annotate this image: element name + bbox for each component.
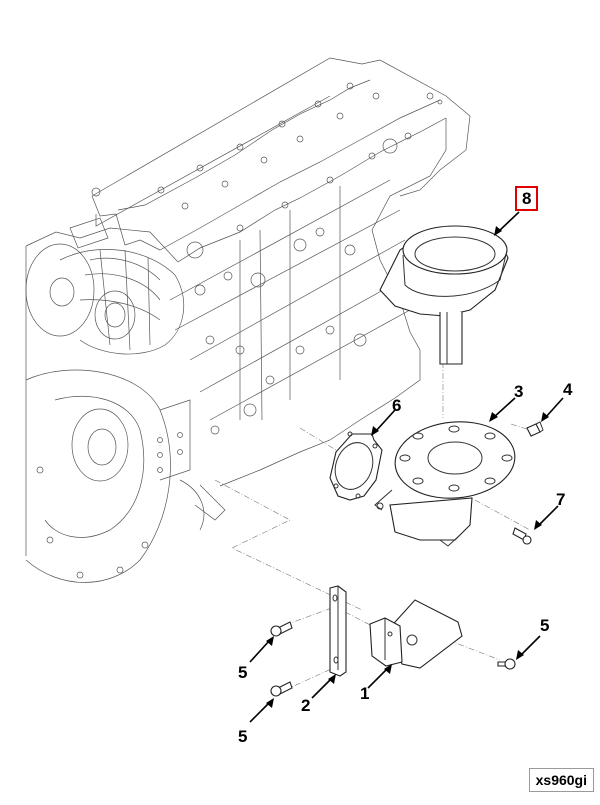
part-7-bolt — [512, 527, 532, 545]
engine-block — [25, 57, 471, 583]
callout-5-upper-left[interactable]: 5 — [238, 664, 247, 681]
callout-4[interactable]: 4 — [563, 381, 572, 398]
callout-5-label: 5 — [540, 616, 550, 635]
part-1-mount — [369, 599, 463, 669]
callout-2-label: 2 — [301, 696, 311, 715]
leader-arrows — [249, 211, 564, 723]
part-8-funnel — [379, 225, 509, 365]
callout-6-label: 6 — [392, 396, 402, 415]
callout-1-label: 1 — [360, 684, 370, 703]
part-5-bolts — [270, 621, 516, 697]
part-4-fitting — [526, 421, 544, 437]
callout-7-label: 7 — [556, 490, 566, 509]
part-3-flange — [374, 421, 516, 547]
callout-5-lower-left[interactable]: 5 — [238, 728, 247, 745]
callout-5-right[interactable]: 5 — [540, 617, 549, 634]
callout-3-label: 3 — [514, 382, 524, 401]
callout-6[interactable]: 6 — [392, 397, 401, 414]
part-6-gasket — [329, 431, 383, 501]
callout-5-label: 5 — [238, 727, 248, 746]
callout-5-label: 5 — [238, 663, 248, 682]
callout-2[interactable]: 2 — [301, 697, 310, 714]
callout-7[interactable]: 7 — [556, 491, 565, 508]
callout-8-label: 8 — [522, 189, 532, 208]
callout-4-label: 4 — [563, 380, 573, 399]
figure-id-label: xs960gi — [528, 768, 594, 792]
part-2-bracket — [329, 585, 347, 677]
callout-3[interactable]: 3 — [514, 383, 523, 400]
callout-1[interactable]: 1 — [360, 685, 369, 702]
callout-8[interactable]: 8 — [515, 186, 539, 211]
